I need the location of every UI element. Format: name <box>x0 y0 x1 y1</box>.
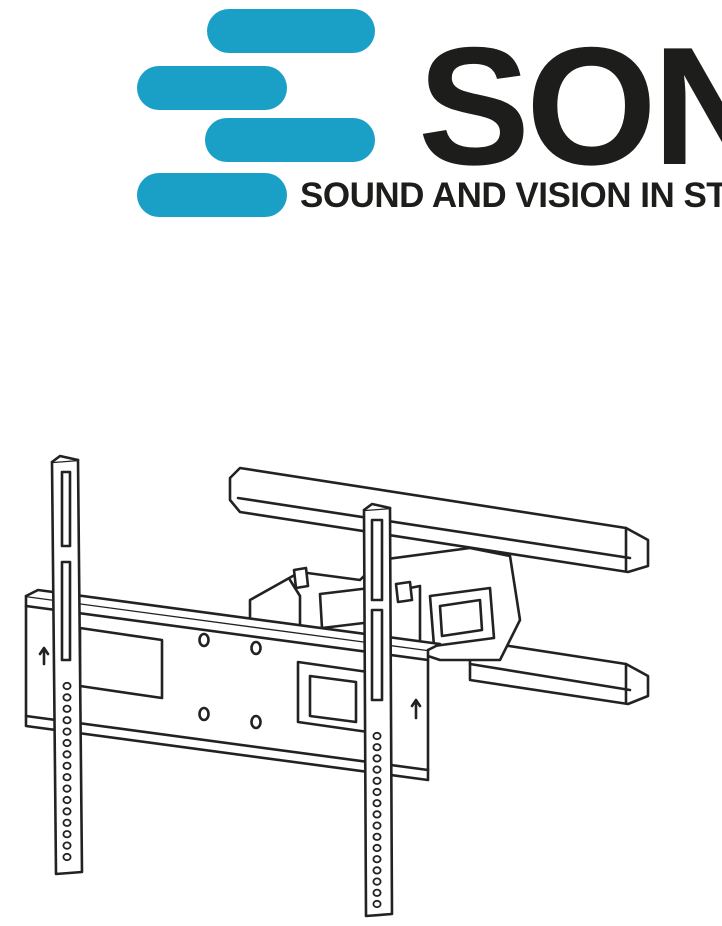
mounting-hole <box>62 830 72 839</box>
mounting-hole <box>372 843 382 853</box>
mounting-hole <box>62 693 72 702</box>
mounting-hole <box>372 810 382 819</box>
mounting-hole <box>372 866 382 875</box>
mounting-hole <box>62 773 72 782</box>
logo-stripe <box>137 173 287 217</box>
mounting-hole <box>62 738 72 748</box>
mounting-hole <box>372 787 382 797</box>
mounting-hole <box>62 761 72 770</box>
mounting-hole <box>372 731 382 741</box>
mounting-hole <box>62 807 72 816</box>
mounting-hole <box>372 832 382 841</box>
brand-logo: SONO SOUND AND VISION IN STYLE <box>0 0 722 230</box>
mounting-hole <box>372 877 382 886</box>
mounting-hole <box>62 795 72 805</box>
mounting-hole <box>372 855 382 864</box>
mounting-hole <box>62 750 72 759</box>
mounting-hole <box>62 841 72 850</box>
logo-stripe <box>207 9 375 53</box>
mounting-hole <box>372 765 382 774</box>
mounting-hole <box>62 852 72 862</box>
mounting-hole <box>372 754 382 763</box>
mounting-hole <box>62 727 72 736</box>
logo-stripe <box>137 66 287 110</box>
mounting-hole <box>62 681 72 691</box>
mounting-hole <box>372 899 382 909</box>
mounting-hole <box>372 799 382 808</box>
brand-wordmark: SONO <box>418 12 722 200</box>
mounting-hole <box>62 784 72 793</box>
mounting-hole <box>372 888 382 897</box>
mounting-hole <box>62 818 72 827</box>
mounting-hole <box>62 716 72 725</box>
mounting-hole <box>372 776 382 785</box>
mounting-hole <box>372 743 382 752</box>
logo-stripe <box>205 118 375 162</box>
mounting-hole <box>372 821 382 830</box>
tv-wall-mount-icon <box>24 454 650 918</box>
brand-tagline: SOUND AND VISION IN STYLE <box>300 176 722 215</box>
mounting-hole <box>62 704 72 713</box>
